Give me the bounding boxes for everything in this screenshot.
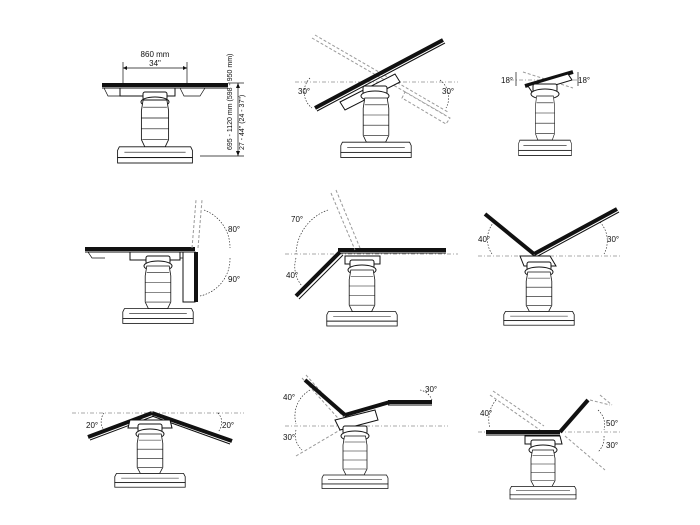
panel-head-back-section: 80° 90° xyxy=(85,199,240,324)
right-angle-label: 30° xyxy=(607,235,619,244)
left-angle-label: 40° xyxy=(478,235,490,244)
leg-angle-label: 30° xyxy=(425,385,437,394)
height-in-label: 27 - 44" (24 - 37") xyxy=(239,95,246,150)
panel-leg-section: 70° 40° xyxy=(285,189,458,327)
width-mm-label: 860 mm xyxy=(141,50,170,59)
panel-lithotomy: 40° 50° 30° xyxy=(478,390,622,500)
panel-reflex-position: 20° 20° xyxy=(72,411,244,488)
right-angle-label: 18° xyxy=(578,76,590,85)
panel-flat-table-dimensions: 860 mm 34" 695 - 1120 mm (598 - 950 mm) … xyxy=(102,50,246,164)
upper-angle-label: 70° xyxy=(291,215,303,224)
lower-angle-label: 40° xyxy=(286,271,298,280)
left-angle-label: 18° xyxy=(501,76,513,85)
lower-angle-label: 30° xyxy=(283,433,295,442)
right-angle-label: 20° xyxy=(222,421,234,430)
right-lower-angle-label: 30° xyxy=(606,441,618,450)
left-angle-label: 20° xyxy=(86,421,98,430)
panel-lateral-tilt: 18° 18° xyxy=(501,70,590,156)
height-mm-label: 695 - 1120 mm (598 - 950 mm) xyxy=(227,54,234,150)
panel-trendelenburg: 30° 30° xyxy=(295,34,458,158)
width-in-label: 34" xyxy=(149,59,161,68)
lower-angle-label: 90° xyxy=(228,275,240,284)
upper-angle-label: 80° xyxy=(228,225,240,234)
right-upper-angle-label: 50° xyxy=(606,419,618,428)
left-angle-label: 40° xyxy=(480,409,492,418)
right-angle-label: 30° xyxy=(442,87,454,96)
left-angle-label: 30° xyxy=(298,87,310,96)
panel-flex-position: 40° 30° xyxy=(478,207,622,326)
upper-angle-label: 40° xyxy=(283,393,295,402)
panel-beach-chair: 40° 30° 30° xyxy=(283,374,448,489)
